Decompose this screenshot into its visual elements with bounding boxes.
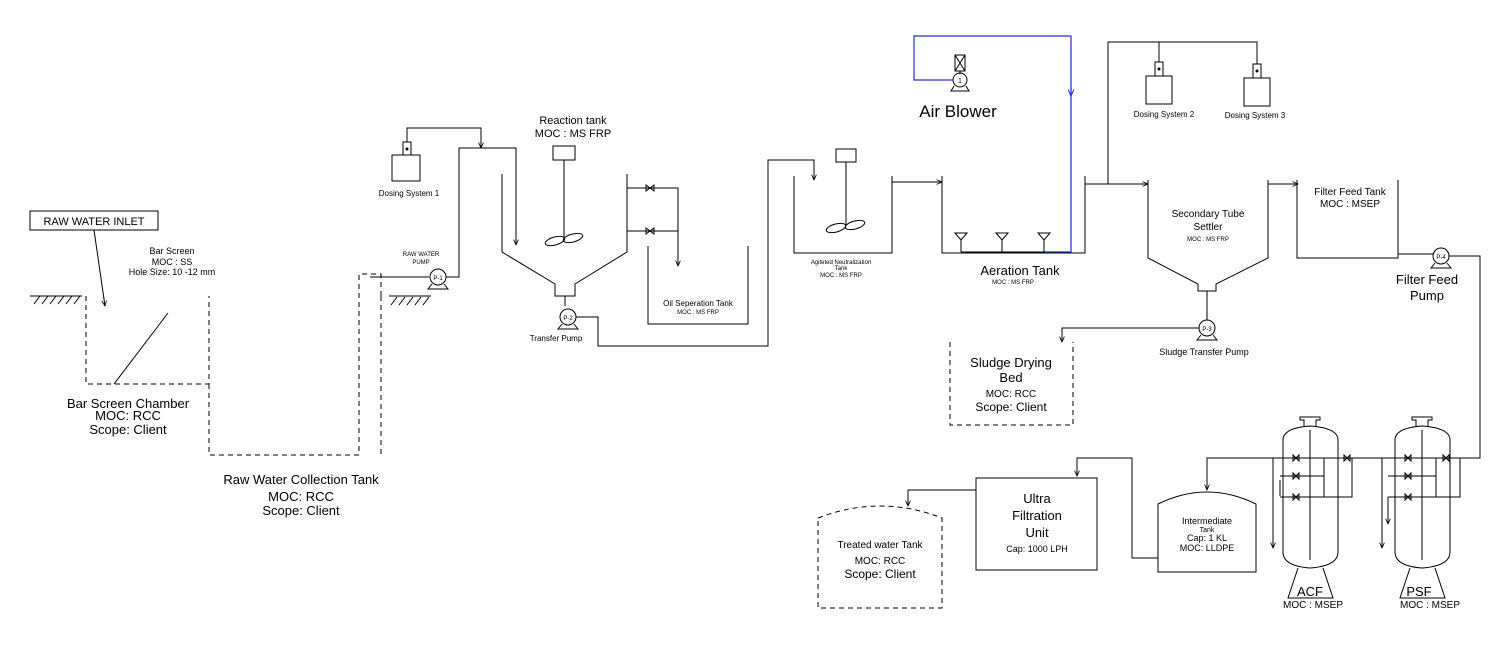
raw-water-pump-label-1: RAW WATER xyxy=(403,252,440,258)
ultra-filtration-unit: Ultra Filtration Unit Cap: 1000 LPH xyxy=(908,477,1098,571)
raw-water-collection-tank: Raw Water Collection Tank MOC: RCC Scope… xyxy=(208,273,431,518)
psf-vessel: PSF MOC : MSEP xyxy=(1382,416,1461,611)
bar-screen-moc: MOC : SS xyxy=(152,257,193,267)
dosing-header-pipe xyxy=(1107,41,1258,184)
pump-tag-p2: P-2 xyxy=(563,316,573,322)
sdb-label-2: Bed xyxy=(999,370,1022,385)
sdb-label-1: Sludge Drying xyxy=(970,355,1052,370)
treated-title: Treated water Tank xyxy=(837,540,923,551)
sludge-transfer-pump: P-3 Sludge Transfer Pump xyxy=(1062,319,1249,357)
rwct-moc: MOC: RCC xyxy=(268,489,334,504)
uf-label-1: Ultra xyxy=(1023,491,1051,506)
air-blower-label: Air Blower xyxy=(919,102,997,121)
ffp-label-1: Filter Feed xyxy=(1396,272,1458,287)
transfer-pump-label: Transfer Pump xyxy=(530,334,583,343)
air-blower: 1 Air Blower xyxy=(913,35,1071,253)
bar-chamber-scope: Scope: Client xyxy=(89,422,167,437)
transfer-pump: P-2 Transfer Pump xyxy=(530,159,814,347)
pump-tag-p3: P-3 xyxy=(1202,327,1212,333)
inter-label-2: Tank xyxy=(1200,527,1215,534)
oil-sep-moc: MOC : MS FRP xyxy=(677,310,719,316)
rwct-title: Raw Water Collection Tank xyxy=(223,472,379,487)
uf-cap: Cap: 1000 LPH xyxy=(1006,544,1068,554)
agitated-label-2: Tank xyxy=(835,266,849,272)
agitated-neutralization-tank: Agiteted Neutralization Tank MOC : MS FR… xyxy=(793,148,942,279)
dosing-system-3: Dosing System 3 xyxy=(1225,63,1286,120)
raw-water-inlet-label: RAW WATER INLET xyxy=(43,216,144,228)
dosing2-label: Dosing System 2 xyxy=(1134,110,1195,119)
settler-label-2: Settler xyxy=(1194,222,1224,233)
treated-moc: MOC: RCC xyxy=(855,556,906,567)
inter-label-1: Intermediate xyxy=(1182,516,1232,526)
pump-tag-p1: P-1 xyxy=(433,276,443,282)
agitated-moc: MOC : MS FRP xyxy=(820,273,862,279)
raw-water-pump: P-1 RAW WATER PUMP xyxy=(370,147,516,290)
inter-cap: Cap: 1 KL xyxy=(1187,533,1227,543)
bar-screen xyxy=(113,312,169,385)
aeration-tank: Aeration Tank MOC : MS FRP xyxy=(941,176,1148,286)
fft-title: Filter Feed Tank xyxy=(1314,187,1387,198)
aeration-moc: MOC : MS FRP xyxy=(992,280,1034,286)
aeration-title: Aeration Tank xyxy=(980,263,1060,278)
psf-label: PSF xyxy=(1406,584,1431,599)
intermediate-tank: Intermediate Tank Cap: 1 KL MOC: LLDPE xyxy=(1077,457,1257,573)
acf-label: ACF xyxy=(1297,584,1323,599)
bar-screen-hole-size: Hole Size: 10 -12 mm xyxy=(129,267,216,277)
psf-moc: MOC : MSEP xyxy=(1400,600,1460,611)
secondary-tube-settler: Secondary Tube Settler MOC : MS FRP xyxy=(1147,180,1298,320)
raw-water-inlet: RAW WATER INLET xyxy=(29,210,159,306)
reaction-tank: Reaction tank MOC : MS FRP xyxy=(501,115,678,306)
settler-moc: MOC : MS FRP xyxy=(1187,237,1229,243)
oil-separation-tank: Oil Seperation Tank MOC : MS FRP xyxy=(647,246,749,325)
bar-screen-title: Bar Screen xyxy=(149,246,194,256)
acf-moc: MOC : MSEP xyxy=(1283,600,1343,611)
treated-water-tank: Treated water Tank MOC: RCC Scope: Clien… xyxy=(817,505,943,609)
treated-scope: Scope: Client xyxy=(844,567,916,581)
agitated-label-1: Agiteted Neutralization xyxy=(811,260,871,266)
acf-vessel: ACF MOC : MSEP xyxy=(1207,416,1353,611)
dosing1-label: Dosing System 1 xyxy=(379,189,440,198)
oil-sep-label: Oil Seperation Tank xyxy=(663,299,734,308)
blower-tag: 1 xyxy=(958,78,962,85)
raw-water-pump-label-2: PUMP xyxy=(412,260,429,266)
sdb-moc: MOC: RCC xyxy=(986,389,1037,400)
pump-tag-p4: P-4 xyxy=(1436,255,1446,261)
filter-feed-tank: Filter Feed Tank MOC : MSEP xyxy=(1296,180,1433,259)
fft-moc: MOC : MSEP xyxy=(1320,199,1380,210)
bar-chamber-title: Bar Screen Chamber xyxy=(67,396,190,411)
sludge-drying-bed: Sludge Drying Bed MOC: RCC Scope: Client xyxy=(949,342,1074,426)
dosing3-label: Dosing System 3 xyxy=(1225,111,1286,120)
inter-moc: MOC: LLDPE xyxy=(1180,543,1235,553)
sludge-pump-label: Sludge Transfer Pump xyxy=(1159,347,1249,357)
rwct-scope: Scope: Client xyxy=(262,503,340,518)
bar-screen-chamber: Bar Screen MOC : SS Hole Size: 10 -12 mm… xyxy=(30,246,215,437)
uf-label-3: Unit xyxy=(1025,525,1049,540)
reaction-moc: MOC : MS FRP xyxy=(535,128,611,140)
dosing-system-2: Dosing System 2 xyxy=(1134,61,1195,119)
ffp-label-2: Pump xyxy=(1410,288,1444,303)
settler-label-1: Secondary Tube xyxy=(1172,209,1245,220)
sdb-scope: Scope: Client xyxy=(975,400,1047,414)
reaction-title: Reaction tank xyxy=(539,115,607,127)
dosing-system-1: Dosing System 1 xyxy=(379,127,481,198)
bar-chamber-moc: MOC: RCC xyxy=(95,408,161,423)
uf-label-2: Filtration xyxy=(1012,508,1062,523)
